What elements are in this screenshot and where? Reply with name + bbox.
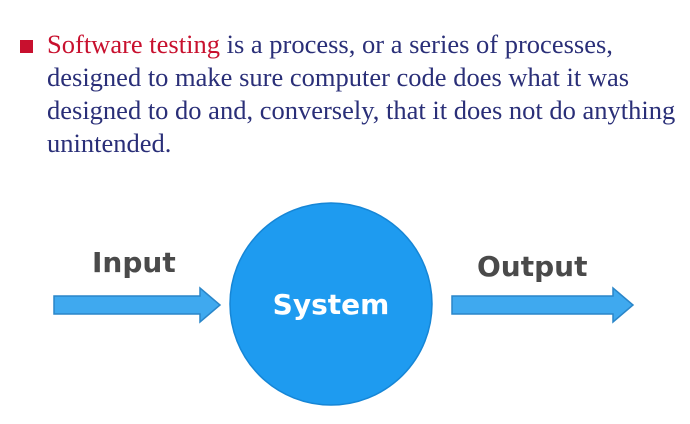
output-arrow xyxy=(451,286,635,324)
highlight-term: Software testing xyxy=(47,29,220,59)
bullet-body-text: is a process, or a series of processes, … xyxy=(47,29,676,158)
bullet-point: Software testing is a process, or a seri… xyxy=(20,28,680,160)
input-label: Input xyxy=(92,246,176,279)
system-circle xyxy=(229,202,433,406)
bullet-text: Software testing is a process, or a seri… xyxy=(47,28,680,160)
output-label: Output xyxy=(477,250,587,283)
square-bullet-icon xyxy=(20,40,33,53)
right-arrow-icon xyxy=(451,286,635,324)
right-arrow-icon xyxy=(53,286,222,324)
input-arrow xyxy=(53,286,222,324)
system-label: System xyxy=(273,288,390,321)
